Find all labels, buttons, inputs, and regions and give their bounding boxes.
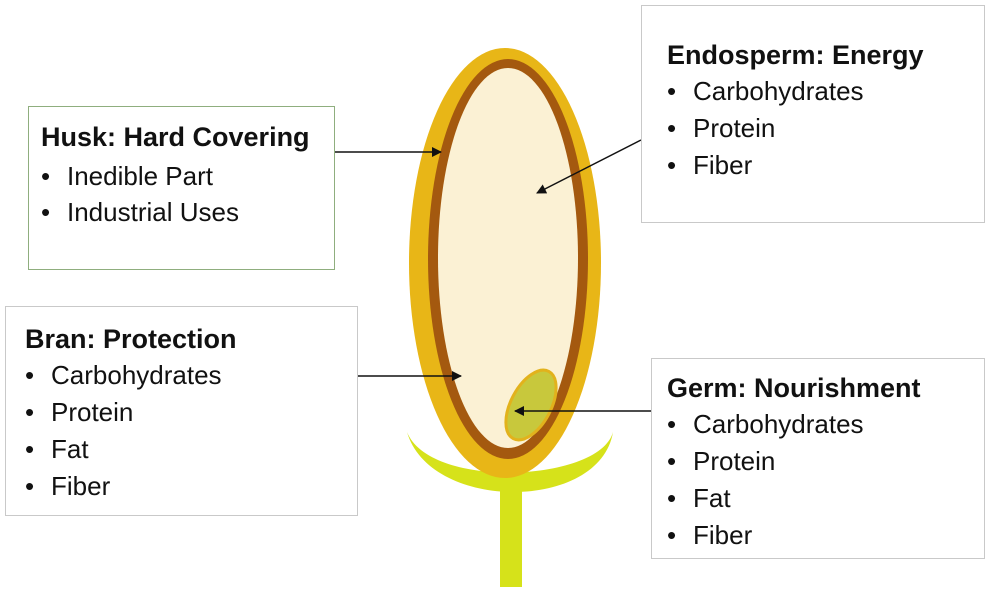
bran-item-text: Carbohydrates <box>51 360 222 390</box>
bullet: • <box>25 397 35 427</box>
list-item: • Protein <box>667 110 974 147</box>
endosperm-item-text: Protein <box>693 113 776 143</box>
list-item: • Protein <box>667 443 974 480</box>
endosperm-layer <box>438 68 578 448</box>
bullet: • <box>667 76 677 106</box>
germ-item-text: Fiber <box>693 520 753 550</box>
list-item: • Inedible Part <box>41 158 324 194</box>
husk-list: • Inedible Part • Industrial Uses <box>41 158 324 230</box>
bullet: • <box>667 113 677 143</box>
bran-label-box: Bran: Protection • Carbohydrates • Protein… <box>5 306 358 516</box>
bran-item-text: Fat <box>51 434 89 464</box>
germ <box>504 368 558 442</box>
list-item: • Carbohydrates <box>667 73 974 110</box>
husk-item-text: Industrial Uses <box>67 197 239 227</box>
bran-list: • Carbohydrates • Protein • Fat • Fiber <box>25 357 347 505</box>
bran-item-text: Protein <box>51 397 134 427</box>
list-item: • Carbohydrates <box>25 357 347 394</box>
germ-title: Germ: Nourishment <box>667 373 921 403</box>
list-item: • Protein <box>25 394 347 431</box>
husk-label-box: Husk: Hard Covering • Inedible Part • Indu… <box>28 106 335 270</box>
husk-item-text: Inedible Part <box>67 161 213 191</box>
list-item: • Fiber <box>25 468 347 505</box>
list-item: • Industrial Uses <box>41 194 324 230</box>
list-item: • Fiber <box>667 517 974 554</box>
list-item: • Fat <box>667 480 974 517</box>
bullet: • <box>667 483 677 513</box>
endosperm-item-text: Fiber <box>693 150 753 180</box>
germ-item-text: Carbohydrates <box>693 409 864 439</box>
bran-title: Bran: Protection <box>25 324 237 354</box>
bullet: • <box>667 520 677 550</box>
bullet: • <box>25 434 35 464</box>
bullet: • <box>41 161 51 191</box>
list-item: • Fat <box>25 431 347 468</box>
germ-label-box: Germ: Nourishment • Carbohydrates • Protei… <box>651 358 985 559</box>
list-item: • Fiber <box>667 147 974 184</box>
endosperm-label-box: Endosperm: Energy • Carbohydrates • Protei… <box>641 5 985 223</box>
germ-list: • Carbohydrates • Protein • Fat • Fiber <box>667 406 974 554</box>
endosperm-item-text: Carbohydrates <box>693 76 864 106</box>
list-item: • Carbohydrates <box>667 406 974 443</box>
stem <box>500 470 522 587</box>
bullet: • <box>25 471 35 501</box>
bran-item-text: Fiber <box>51 471 111 501</box>
husk-title: Husk: Hard Covering <box>41 122 310 152</box>
bullet: • <box>41 197 51 227</box>
endosperm-arrow <box>536 139 642 194</box>
leaf-cup <box>407 432 613 492</box>
endosperm-list: • Carbohydrates • Protein • Fiber <box>667 73 974 184</box>
bullet: • <box>667 409 677 439</box>
germ-item-text: Protein <box>693 446 776 476</box>
bullet: • <box>667 446 677 476</box>
germ-item-text: Fat <box>693 483 731 513</box>
endosperm-title: Endosperm: Energy <box>667 40 924 70</box>
bullet: • <box>25 360 35 390</box>
bullet: • <box>667 150 677 180</box>
